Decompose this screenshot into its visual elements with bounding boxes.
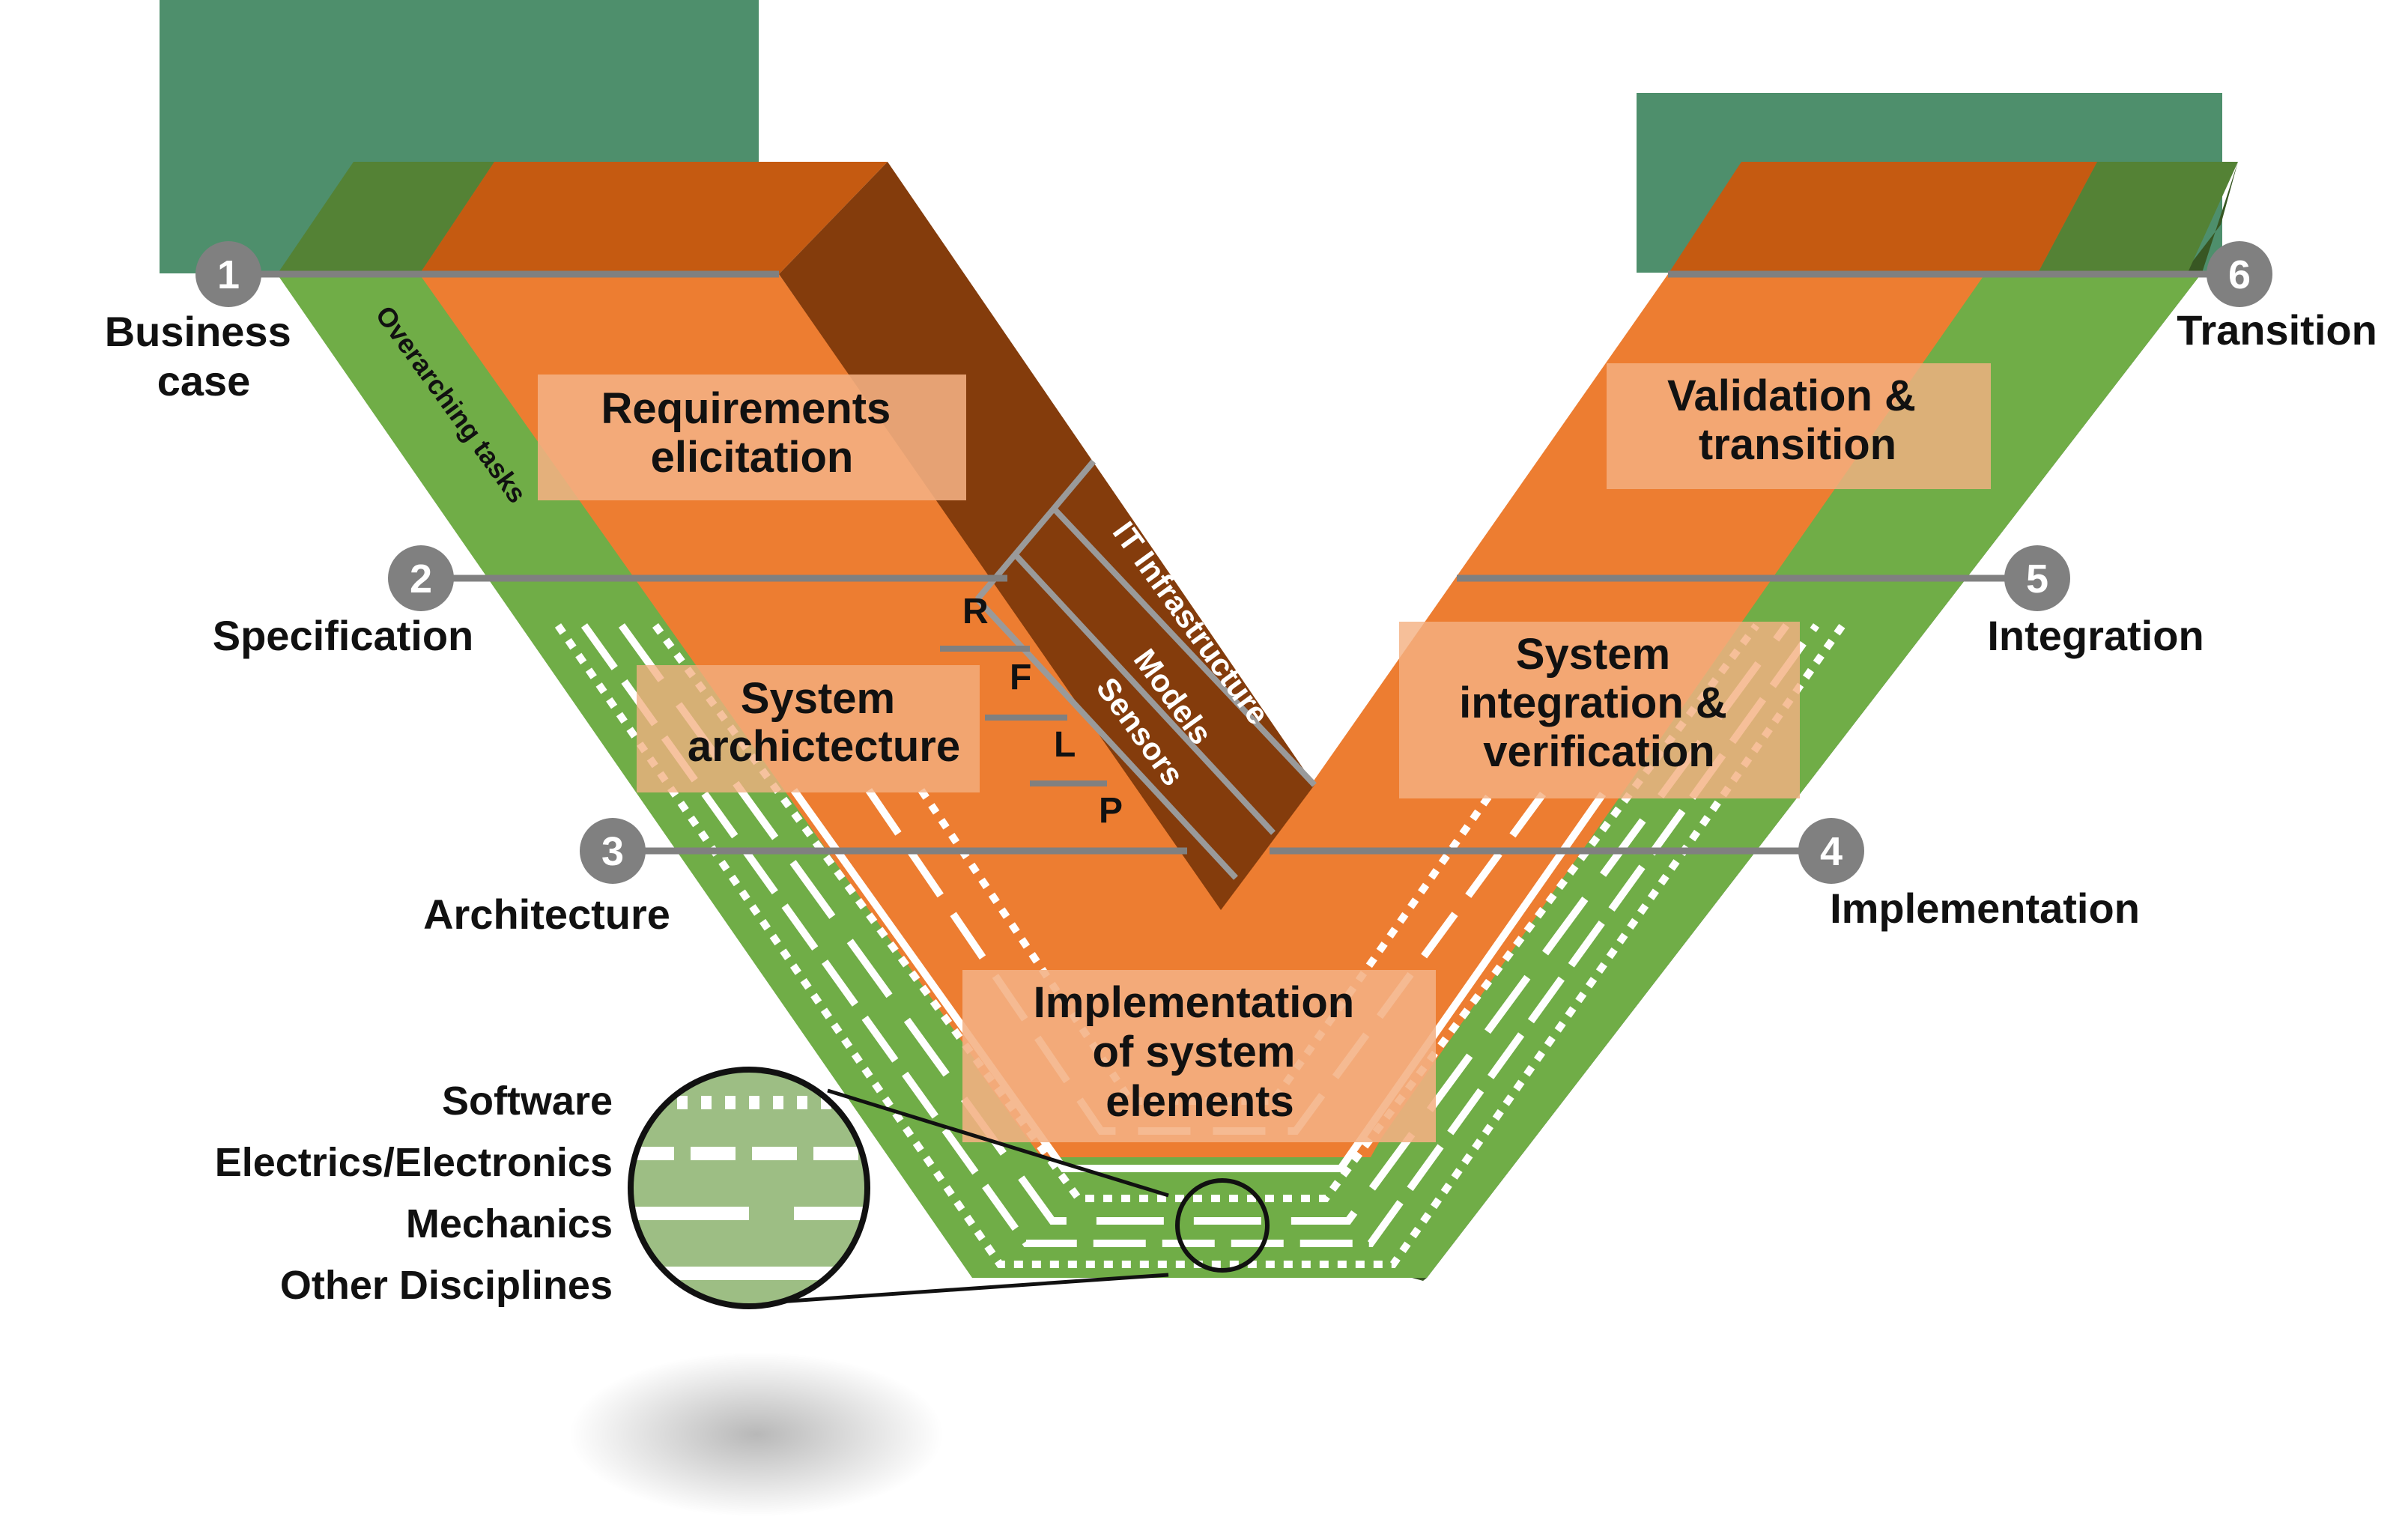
right-green-top [2037, 162, 2238, 274]
stage-5-marker: 5 [2004, 545, 2070, 611]
band-divider-2 [1013, 552, 1276, 835]
svg-text:3: 3 [601, 829, 624, 874]
stage-6-marker: 6 [2207, 241, 2272, 307]
stage-label-architecture: Architecture [423, 891, 670, 938]
phase-box-architecture [637, 665, 980, 792]
magnifier-lens [628, 1067, 1270, 1309]
svg-text:4: 4 [1820, 829, 1843, 874]
rflp-f: F [1010, 658, 1031, 697]
phase-box-validation [1607, 363, 1991, 489]
phase-text-implementation: Implementation of system elements [1034, 978, 1367, 1126]
discipline-electrics: Electrics/Electronics [215, 1140, 613, 1185]
phase-box-requirements [538, 375, 966, 500]
phase-text-validation: Validation & transition [1667, 372, 1928, 469]
svg-text:5: 5 [2026, 557, 2048, 601]
brown-inner-face [779, 162, 1314, 910]
discipline-software: Software [442, 1079, 613, 1124]
rflp-r: R [962, 592, 989, 631]
drop-shadow [569, 1352, 944, 1517]
phase-box-implementation [962, 970, 1436, 1142]
stage-2-marker: 2 [388, 545, 454, 611]
left-orange-top [419, 162, 888, 274]
phase-box-integration [1399, 622, 1800, 798]
phase-text-requirements: Requirements elicitation [601, 384, 903, 482]
discipline-other: Other Disciplines [280, 1263, 613, 1308]
rflp-p: P [1099, 791, 1123, 831]
rflp-ticks [940, 646, 1107, 786]
svg-text:2: 2 [410, 557, 432, 601]
stage-label-implementation: Implementation [1830, 885, 2140, 932]
stage-label-transition: Transition [2177, 306, 2377, 354]
rflp-l: L [1054, 725, 1076, 765]
phase-text-architecture: System archictecture [688, 674, 960, 771]
stage-label-specification: Specification [213, 612, 474, 659]
svg-text:6: 6 [2228, 252, 2251, 297]
stage-3-marker: 3 [580, 818, 646, 884]
phase-text-integration: System integration & verification [1459, 630, 1739, 776]
stage-label-integration: Integration [1987, 612, 2204, 659]
stage-4-marker: 4 [1798, 818, 1864, 884]
stage-1-marker: 1 [195, 241, 261, 307]
left-green-top [277, 162, 494, 274]
stage-lines [228, 270, 2239, 855]
discipline-mechanics: Mechanics [406, 1201, 613, 1246]
band-divider-1 [1052, 507, 1317, 787]
svg-text:1: 1 [217, 252, 240, 297]
right-orange-top [1668, 162, 2097, 274]
stage-label-business-case: Business case [105, 308, 303, 404]
